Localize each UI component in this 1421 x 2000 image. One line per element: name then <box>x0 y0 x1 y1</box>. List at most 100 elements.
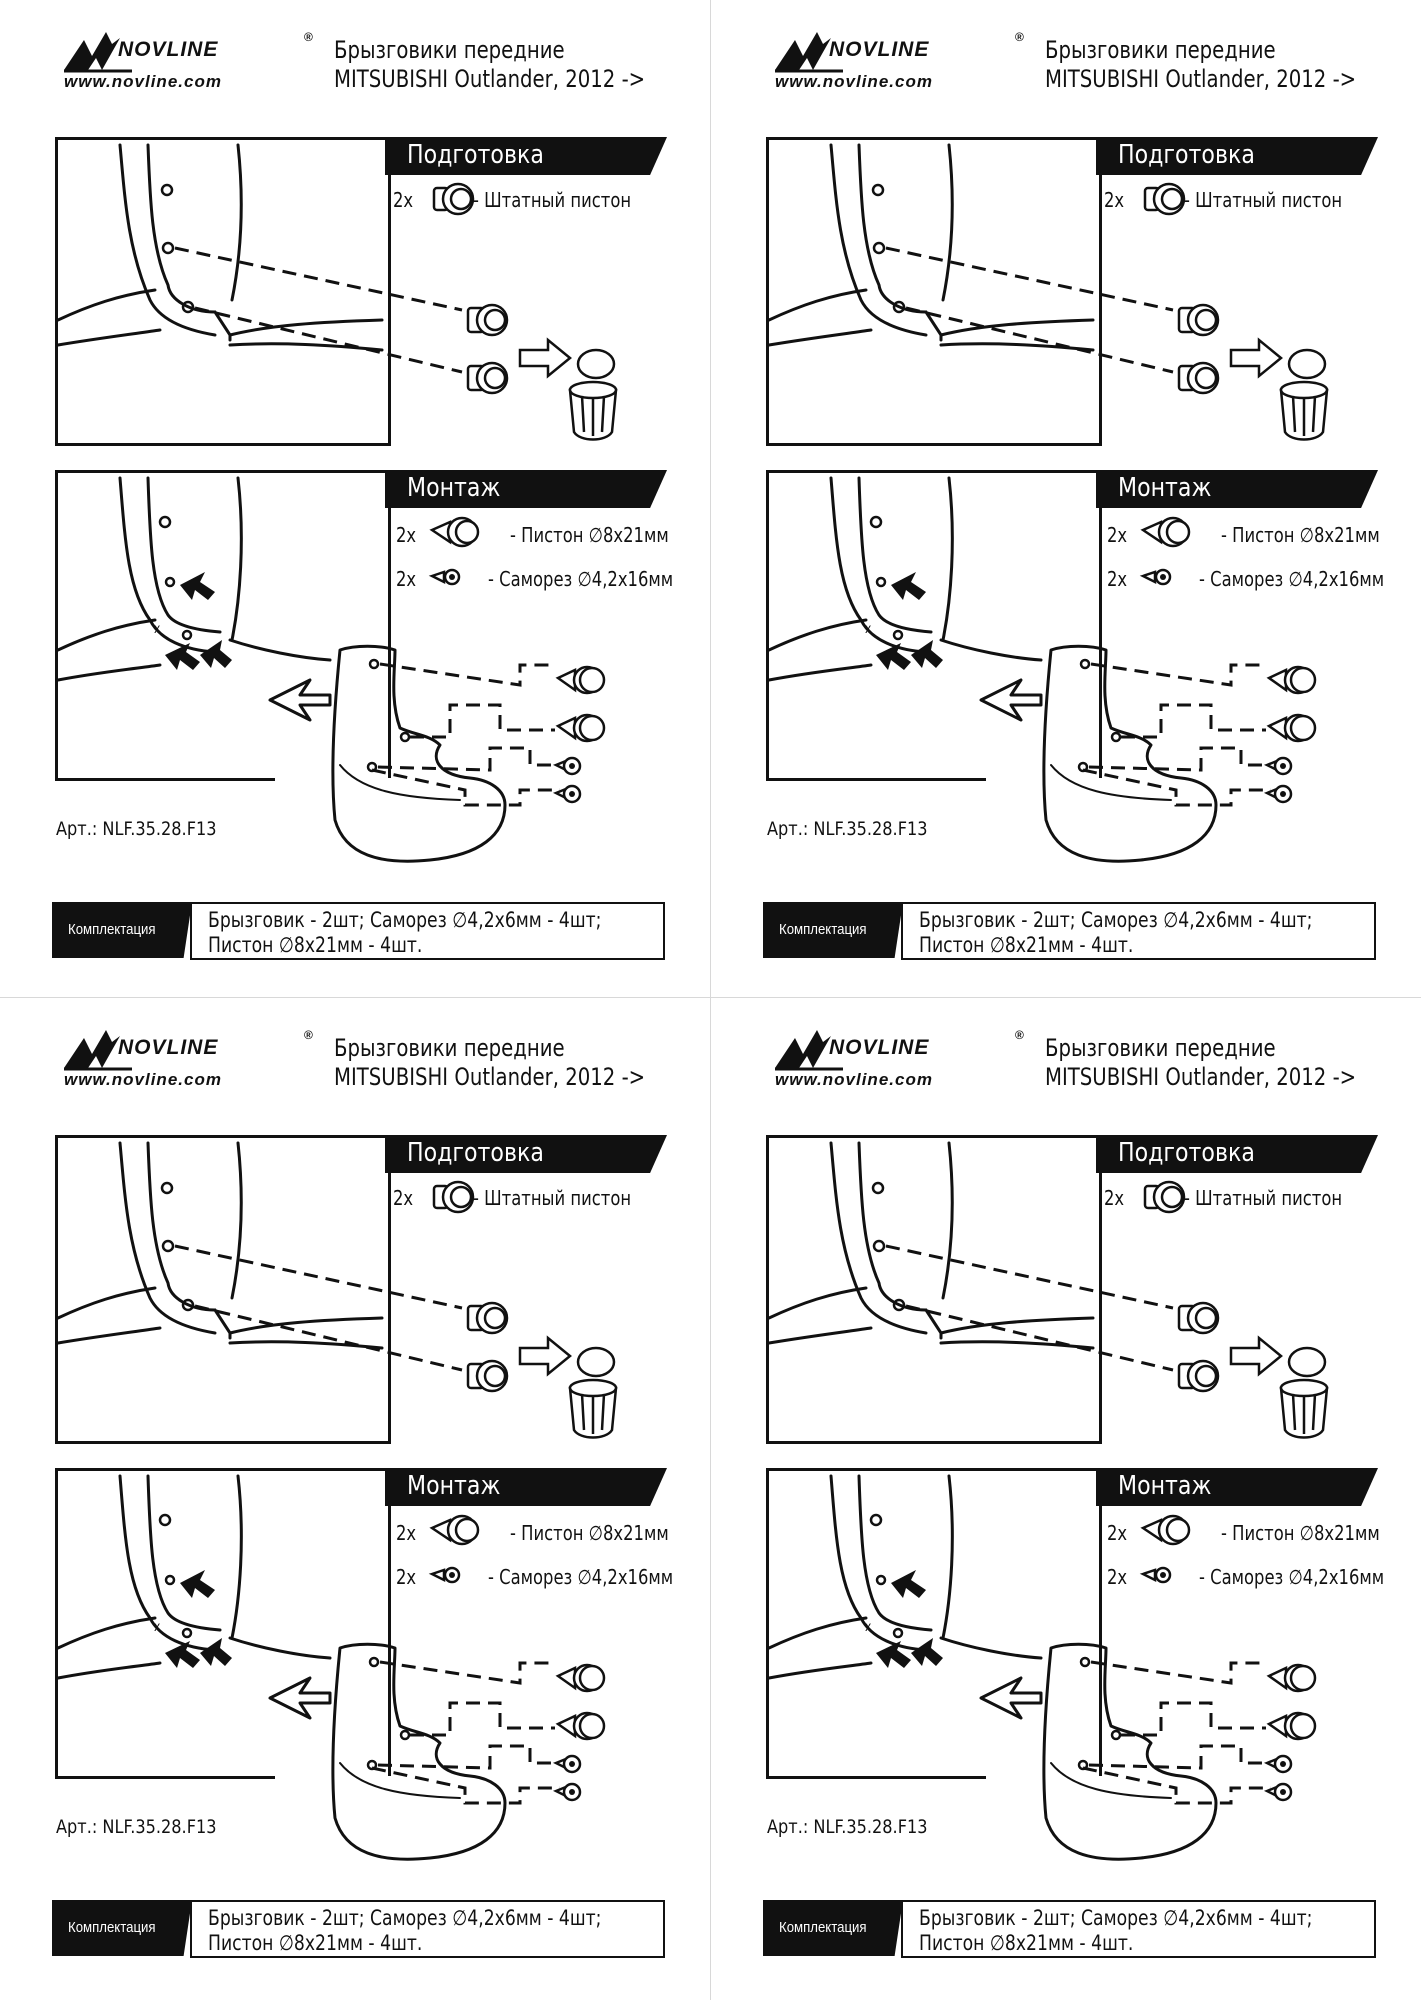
trash-bin-icon <box>1279 348 1329 441</box>
brand-url: www.novline.com <box>775 1070 933 1089</box>
kit-label: Комплектация <box>68 1919 156 1936</box>
mounting-item-2: - Саморез ∅4,2x16мм <box>1199 1565 1385 1589</box>
mounting-item-2: - Саморез ∅4,2x16мм <box>488 1565 674 1589</box>
article-number: Арт.: NLF.35.28.F13 <box>56 818 217 840</box>
preparation-qty: 2x <box>1104 188 1125 212</box>
brand-wordmark: NOVLINE <box>829 1036 930 1059</box>
product-title: Брызговики передние <box>334 36 565 64</box>
mounting-heading-ribbon: Монтаж <box>1096 470 1378 508</box>
preparation-illustration-frame <box>766 1135 1102 1444</box>
mounting-qty-1: 2x <box>396 523 417 547</box>
mounting-illustration-frame <box>766 470 1102 781</box>
brand-logo: NOVLINE ® www.novline.com <box>62 1028 313 1092</box>
mounting-qty-2: 2x <box>396 1565 417 1589</box>
brand-wordmark: NOVLINE <box>829 38 930 61</box>
mounting-item-1: - Пистон ∅8x21мм <box>1221 1521 1380 1545</box>
brand-url: www.novline.com <box>64 1070 222 1089</box>
cross-mark: x <box>154 1620 161 1635</box>
mounting-heading-ribbon: Монтаж <box>385 1468 667 1506</box>
screw-4x16-icon <box>1139 568 1172 586</box>
article-number: Арт.: NLF.35.28.F13 <box>56 1816 217 1838</box>
mounting-heading: Монтаж <box>407 473 501 503</box>
mounting-qty-1: 2x <box>1107 1521 1128 1545</box>
brand-url: www.novline.com <box>775 72 933 91</box>
kit-label: Комплектация <box>779 921 867 938</box>
kit-contents-line2: Пистон ∅8x21мм - 4шт. <box>208 1931 423 1955</box>
cross-mark: x <box>154 622 161 637</box>
preparation-illustration-frame <box>55 137 391 446</box>
preparation-heading-ribbon: Подготовка <box>1096 1135 1378 1173</box>
preparation-illustration-frame <box>766 137 1102 446</box>
rivet-8x21-icon <box>429 1514 480 1546</box>
kit-contents-box: Брызговик - 2шт; Саморез ∅4,2x6мм - 4шт;… <box>901 1900 1376 1958</box>
preparation-item: - Штатный пистон <box>1184 188 1343 212</box>
cut-line-vertical <box>710 0 711 2000</box>
kit-contents-line1: Брызговик - 2шт; Саморез ∅4,2x6мм - 4шт; <box>208 908 602 932</box>
arrow-marker-1 <box>180 572 215 600</box>
product-title: Брызговики передние <box>1045 36 1276 64</box>
mounting-illustration-frame <box>55 1468 391 1779</box>
brand-logo: NOVLINE ® www.novline.com <box>62 30 313 94</box>
mounting-heading: Монтаж <box>407 1471 501 1501</box>
mounting-item-1: - Пистон ∅8x21мм <box>1221 523 1380 547</box>
preparation-item: - Штатный пистон <box>1184 1186 1343 1210</box>
mounting-heading-ribbon: Монтаж <box>385 470 667 508</box>
mounting-qty-2: 2x <box>1107 1565 1128 1589</box>
brand-url: www.novline.com <box>64 72 222 91</box>
novline-wing-icon <box>64 1030 132 1071</box>
factory-clip-icon <box>1143 182 1186 216</box>
article-number: Арт.: NLF.35.28.F13 <box>767 1816 928 1838</box>
preparation-qty: 2x <box>1104 1186 1125 1210</box>
arrow-marker-2 <box>876 643 911 670</box>
product-model: MITSUBISHI Outlander, 2012 -> <box>1045 1063 1357 1091</box>
product-model: MITSUBISHI Outlander, 2012 -> <box>334 1063 646 1091</box>
trash-bin-icon <box>568 348 618 441</box>
mounting-qty-2: 2x <box>1107 567 1128 591</box>
mounting-qty-1: 2x <box>396 1521 417 1545</box>
arrow-marker-3 <box>200 640 232 668</box>
mounting-item-1: - Пистон ∅8x21мм <box>510 1521 669 1545</box>
screw-4x16-icon <box>428 1566 461 1584</box>
registered-mark: ® <box>1015 1028 1024 1042</box>
kit-label-ribbon: Комплектация <box>52 1900 192 1956</box>
novline-wing-icon <box>775 32 843 73</box>
brand-logo: NOVLINE ® www.novline.com <box>773 30 1024 94</box>
mounting-item-1: - Пистон ∅8x21мм <box>510 523 669 547</box>
installation-line-art <box>56 143 618 863</box>
brand-logo: NOVLINE ® www.novline.com <box>773 1028 1024 1092</box>
kit-contents-line1: Брызговик - 2шт; Саморез ∅4,2x6мм - 4шт; <box>919 908 1313 932</box>
kit-label: Комплектация <box>779 1919 867 1936</box>
mounting-illustration-frame <box>55 470 391 781</box>
brand-wordmark: NOVLINE <box>118 1036 219 1059</box>
kit-label-ribbon: Комплектация <box>763 902 903 958</box>
novline-wing-icon <box>775 1030 843 1071</box>
kit-contents-box: Брызговик - 2шт; Саморез ∅4,2x6мм - 4шт;… <box>190 902 665 960</box>
instruction-card-4: NOVLINE ® www.novline.com Брызговики пер… <box>711 998 1421 1996</box>
brand-wordmark: NOVLINE <box>118 38 219 61</box>
arrow-marker-1 <box>180 1570 215 1598</box>
article-number: Арт.: NLF.35.28.F13 <box>767 818 928 840</box>
kit-contents-line2: Пистон ∅8x21мм - 4шт. <box>208 933 423 957</box>
arrow-marker-3 <box>200 1638 232 1666</box>
cut-line-horizontal <box>0 997 1421 998</box>
factory-clip-icon <box>1143 1180 1186 1214</box>
rivet-8x21-icon <box>1140 1514 1191 1546</box>
cross-mark: x <box>865 622 872 637</box>
mounting-heading-ribbon: Монтаж <box>1096 1468 1378 1506</box>
arrow-marker-2 <box>165 1641 200 1668</box>
preparation-heading: Подготовка <box>1118 140 1255 170</box>
instruction-card-2: NOVLINE ® www.novline.com Брызговики пер… <box>711 0 1421 998</box>
mounting-illustration-frame <box>766 1468 1102 1779</box>
rivet-8x21-icon <box>429 516 480 548</box>
mounting-qty-2: 2x <box>396 567 417 591</box>
mounting-qty-1: 2x <box>1107 523 1128 547</box>
instruction-card-3: NOVLINE ® www.novline.com Брызговики пер… <box>0 998 710 1996</box>
mounting-item-2: - Саморез ∅4,2x16мм <box>1199 567 1385 591</box>
mounting-item-2: - Саморез ∅4,2x16мм <box>488 567 674 591</box>
registered-mark: ® <box>1015 30 1024 44</box>
preparation-heading-ribbon: Подготовка <box>1096 137 1378 175</box>
cross-mark: x <box>865 1620 872 1635</box>
trash-bin-icon <box>568 1346 618 1439</box>
preparation-qty: 2x <box>393 1186 414 1210</box>
